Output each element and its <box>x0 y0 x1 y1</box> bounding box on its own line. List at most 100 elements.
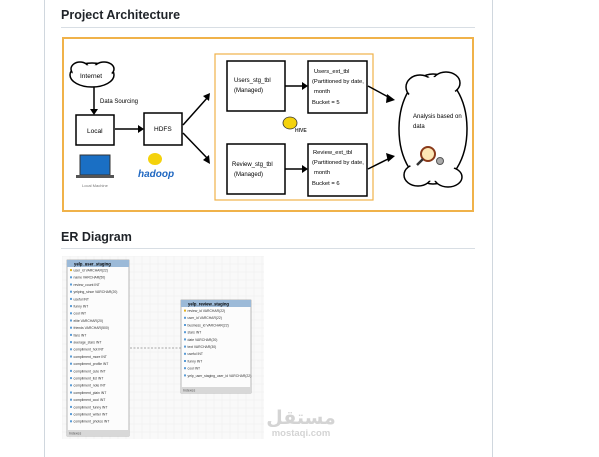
watermark-arabic: مستقل <box>266 407 336 429</box>
internet-label: Internet <box>80 73 102 80</box>
column-row: fans INT <box>74 333 87 337</box>
mostaql-watermark: مستقل mostaqi.com <box>262 408 340 439</box>
column-marker-icon <box>70 276 72 279</box>
svg-text:HIVE: HIVE <box>295 128 307 134</box>
users-ext-label: Users_ext_tbl <box>314 69 349 75</box>
column-row: compliment_note INT <box>74 384 106 388</box>
column-row: cool INT <box>188 367 201 371</box>
column-marker-icon <box>70 319 72 322</box>
column-marker-icon <box>70 369 72 372</box>
hadoop-logo-icon: hadoop <box>138 153 174 180</box>
analysis-cloud-icon <box>398 71 468 188</box>
review-ext-label: Review_ext_tbl <box>313 150 352 156</box>
column-row: stars INT <box>188 331 202 335</box>
column-marker-icon <box>184 338 186 341</box>
indexes-label: Indexes <box>183 389 196 393</box>
column-marker-icon <box>184 345 186 348</box>
column-marker-icon <box>70 297 72 300</box>
column-row: yelping_since VARCHAR(20) <box>74 290 118 294</box>
column-row: business_id VARCHAR(22) <box>188 323 229 327</box>
column-row: useful INT <box>188 352 203 356</box>
users-ext-box <box>307 60 368 114</box>
hive-group-box <box>214 53 374 201</box>
column-marker-icon <box>70 326 72 329</box>
column-row: funny INT <box>74 305 89 309</box>
hive-logo-icon: HIVE <box>282 116 307 134</box>
column-marker-icon <box>70 348 72 351</box>
svg-text:month: month <box>314 170 330 176</box>
column-row: compliment_list INT <box>74 377 104 381</box>
column-row: user_id VARCHAR(22) <box>74 269 108 273</box>
column-row: text VARCHAR(30) <box>188 345 217 349</box>
column-marker-icon <box>70 398 72 401</box>
column-row: compliment_plain INT <box>74 391 107 395</box>
svg-text:Bucket = 5: Bucket = 5 <box>312 100 340 106</box>
column-row: review_count INT <box>74 283 100 287</box>
svg-text:hadoop: hadoop <box>138 169 174 180</box>
column-marker-icon <box>70 384 72 387</box>
column-marker-icon <box>70 377 72 380</box>
column-row: compliment_more INT <box>74 355 107 359</box>
column-row: funny INT <box>188 359 203 363</box>
column-row: review_id VARCHAR(22) <box>188 309 226 313</box>
column-marker-icon <box>70 341 72 344</box>
column-marker-icon <box>70 405 72 408</box>
column-marker-icon <box>70 312 72 315</box>
column-row: compliment_cool INT <box>74 398 106 402</box>
column-row: compliment_writer INT <box>74 413 108 417</box>
watermark-latin: mostaqi.com <box>271 428 331 439</box>
local-box <box>75 114 115 146</box>
users-stg-label: Users_stg_tbl <box>234 78 271 84</box>
heading-rule <box>61 248 475 249</box>
column-row: name VARCHAR(50) <box>74 276 106 280</box>
column-row: compliment_profile INT <box>74 362 109 366</box>
column-marker-icon <box>184 316 186 319</box>
column-marker-icon <box>70 355 72 358</box>
hdfs-box <box>143 112 183 146</box>
indexes-label: Indexes <box>69 432 82 436</box>
laptop-icon <box>76 154 114 178</box>
column-marker-icon <box>184 360 186 362</box>
column-marker-icon <box>70 391 72 394</box>
column-row: user_id VARCHAR(22) <box>188 316 222 320</box>
column-marker-icon <box>70 413 72 416</box>
svg-text:month: month <box>314 89 330 95</box>
column-row: compliment_cute INT <box>74 369 106 373</box>
internet-cloud-icon <box>69 61 115 88</box>
column-row: date VARCHAR(20) <box>188 338 218 342</box>
svg-text:data: data <box>413 124 425 130</box>
architecture-diagram: Internet Data Sourcing Local Local Machi… <box>62 37 474 212</box>
column-row: compliment_hot INT <box>74 348 104 352</box>
column-row: compliment_funny INT <box>74 405 108 409</box>
column-marker-icon <box>70 420 72 423</box>
local-machine-label: Local Machine <box>82 183 109 188</box>
heading-project-architecture: Project Architecture <box>61 8 181 22</box>
column-marker-icon <box>184 352 186 355</box>
table-footer <box>181 387 251 393</box>
heading-rule <box>61 27 475 28</box>
column-marker-icon <box>184 374 186 377</box>
magnifier-icon <box>416 146 444 166</box>
column-marker-icon <box>184 309 186 312</box>
column-marker-icon <box>184 331 186 334</box>
column-marker-icon <box>184 324 186 326</box>
review-ext-box <box>307 143 368 197</box>
column-row: useful INT <box>74 297 89 301</box>
analysis-label: Analysis based on <box>413 114 462 120</box>
review-stg-label: Review_stg_tbl <box>232 162 273 168</box>
column-marker-icon <box>70 283 72 286</box>
column-marker-icon <box>70 290 72 293</box>
hdfs-label: HDFS <box>154 126 172 133</box>
svg-text:(Partitioned by date,: (Partitioned by date, <box>312 160 364 166</box>
svg-text:(Managed): (Managed) <box>234 172 263 178</box>
content-frame <box>44 0 493 457</box>
column-marker-icon <box>70 362 72 365</box>
column-marker-icon <box>184 367 186 370</box>
table-footer <box>67 430 129 436</box>
svg-text:Bucket = 6: Bucket = 6 <box>312 181 340 187</box>
column-marker-icon <box>70 305 72 308</box>
table-name: yelp_review_staging <box>188 302 229 307</box>
data-sourcing-label: Data Sourcing <box>100 99 138 105</box>
table-header <box>67 260 129 267</box>
column-row: elite VARCHAR(20) <box>74 319 104 323</box>
